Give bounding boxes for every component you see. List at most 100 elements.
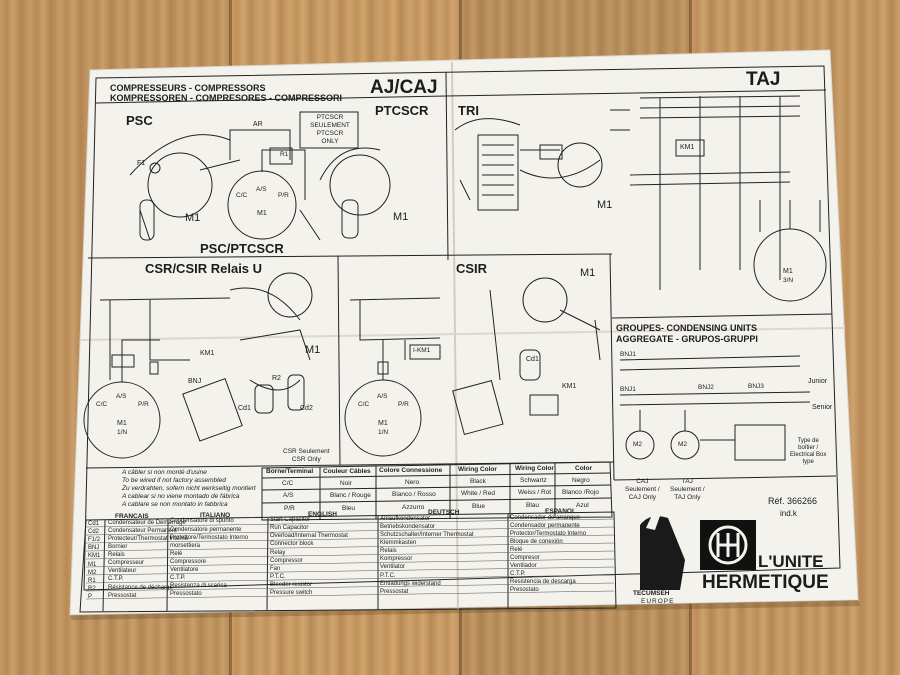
color-table-cell: Bianco / Rosso — [392, 491, 436, 498]
label-psc: PSC — [126, 113, 153, 128]
label-1n-csir: 1/N — [378, 429, 389, 436]
ptcscr-compressor — [329, 154, 391, 216]
color-table-header: Borne/Terminal — [266, 468, 314, 475]
taj-bnj2-row — [629, 171, 791, 186]
label-m1-ptcscr: M1 — [393, 211, 409, 223]
label-cd1-csr: Cd1 — [238, 405, 251, 412]
tri-terminals — [482, 144, 514, 196]
paper-shadow — [70, 600, 860, 620]
psc-terminal — [149, 162, 161, 174]
section-line — [87, 253, 613, 259]
legend-header: FRANCAIS — [115, 513, 149, 520]
legend-table-frame — [79, 511, 617, 613]
color-table-cell: Schwartz — [520, 477, 547, 484]
legend-term: Entladungs widerstand — [380, 580, 441, 587]
taj-km1-box — [675, 139, 705, 157]
tri-wire — [454, 118, 601, 201]
legend-term: Protecteur/Thermostat Interne — [108, 535, 189, 542]
ptcscr-note-box — [299, 111, 359, 149]
legend-term: Overload/Internal Thermostat — [270, 533, 348, 540]
header-compressors: COMPRESSEURS - COMPRESSORS — [110, 83, 266, 93]
label-m1-taj: M1 — [783, 268, 793, 275]
ind-k: ind.k — [780, 509, 797, 518]
legend-code: Cd1 — [88, 521, 100, 527]
legend-header: DEUTSCH — [428, 509, 460, 516]
tri-relay — [539, 144, 563, 160]
label-as-psc: A/S — [256, 186, 267, 193]
csir-sketch-wire — [489, 289, 601, 381]
legend-code: M2 — [88, 569, 97, 576]
color-table-cell: Weiss / Rot — [518, 489, 552, 496]
legend-term: Relay — [270, 549, 286, 556]
legend-term: Condensatore permanente — [170, 526, 242, 533]
header-line — [445, 89, 827, 97]
legend-code: F1/2 — [88, 537, 101, 544]
legend-term: C.T.P. — [170, 575, 186, 582]
csr-capacitor-1 — [254, 384, 274, 414]
color-table-header: Couleur Câbles — [323, 468, 371, 475]
legend-term: Fan — [270, 565, 281, 572]
fold-line — [79, 327, 846, 341]
legend-code: BNJ — [88, 545, 100, 552]
color-table-header: Colore Connessione — [379, 467, 443, 474]
csr-wire — [99, 297, 231, 382]
color-table-cell: Azzurro — [402, 504, 425, 511]
label-m1-tri: M1 — [597, 199, 613, 211]
label-km1-csir: KM1 — [562, 383, 577, 390]
ptcscr-wire — [299, 147, 381, 241]
legend-term: Bleeder resistor — [270, 581, 313, 588]
csr-cap-symbol — [149, 361, 159, 375]
brand-hermetique: HERMETIQUE — [702, 572, 829, 593]
legend-term: Relais — [380, 548, 397, 555]
label-ptcscr: PTCSCR — [375, 103, 429, 118]
psc-wire — [129, 134, 241, 241]
label-junior: Junior — [808, 378, 828, 385]
legend-term: Bornier — [108, 544, 128, 550]
label-as-csr: A/S — [116, 393, 127, 400]
csir-cap-symbol — [377, 361, 389, 375]
section-line — [609, 253, 615, 481]
legend-code: M1 — [88, 561, 97, 568]
csr-compressor — [267, 272, 313, 318]
label-pr-csr: P/R — [138, 401, 149, 408]
color-table-cell: A/S — [283, 492, 294, 499]
label-cc-csr: C/C — [96, 401, 108, 408]
legend-term: Relais — [108, 552, 125, 559]
wiring-note-fr: A câbler si non monté d'usine — [122, 469, 207, 476]
legend-term: Ventilatore — [170, 567, 199, 573]
legend-term: Bloque de conexión — [510, 538, 563, 545]
model-aj-caj: AJ/CAJ — [370, 77, 438, 98]
color-table-cell: Bleu — [342, 505, 356, 512]
label-aggregate: AGGREGATE - GRUPOS-GRUPPI — [616, 334, 758, 344]
legend-code: R1 — [88, 577, 96, 584]
tecumseh-label: TECUMSEH — [633, 590, 670, 597]
color-table-cell: Azul — [576, 502, 589, 509]
label-bnj1-junior: BNJ1 — [620, 351, 636, 358]
header-line — [95, 95, 447, 104]
legend-term: Betriebskondensator — [380, 523, 436, 530]
label-cd1-csir: Cd1 — [526, 356, 539, 363]
legend-term: Run Capacitor — [270, 525, 309, 532]
legend-term: Klemmkasten — [380, 540, 417, 547]
color-table-cell: Nero — [405, 479, 420, 486]
label-km1-csr: KM1 — [200, 350, 215, 357]
wiring-note-es: A cablear si no viene montado de fábrica — [122, 493, 240, 500]
legend-term: Presostato — [510, 587, 539, 594]
legend-term: P.T.C. — [380, 572, 396, 579]
legend-term: Kompressor — [380, 556, 413, 563]
legend-term: Pressure switch — [270, 590, 313, 596]
color-table-header: Color — [575, 465, 592, 472]
paper — [69, 49, 859, 616]
brand-lunite: L'UNITE — [758, 552, 824, 571]
csr-relay-box — [111, 354, 135, 368]
legend-term: Condensateur Permanent — [108, 527, 177, 534]
csir-relay — [529, 394, 559, 416]
tecumseh-logo-mark — [640, 515, 685, 590]
csir-compressor — [522, 277, 568, 323]
legend-term: Condensatore di spunto — [170, 518, 234, 525]
legend-term: Connector block — [270, 541, 314, 548]
tecumseh-europe-label: EUROPE — [641, 598, 675, 605]
legend-term: Ventilator — [380, 564, 406, 571]
